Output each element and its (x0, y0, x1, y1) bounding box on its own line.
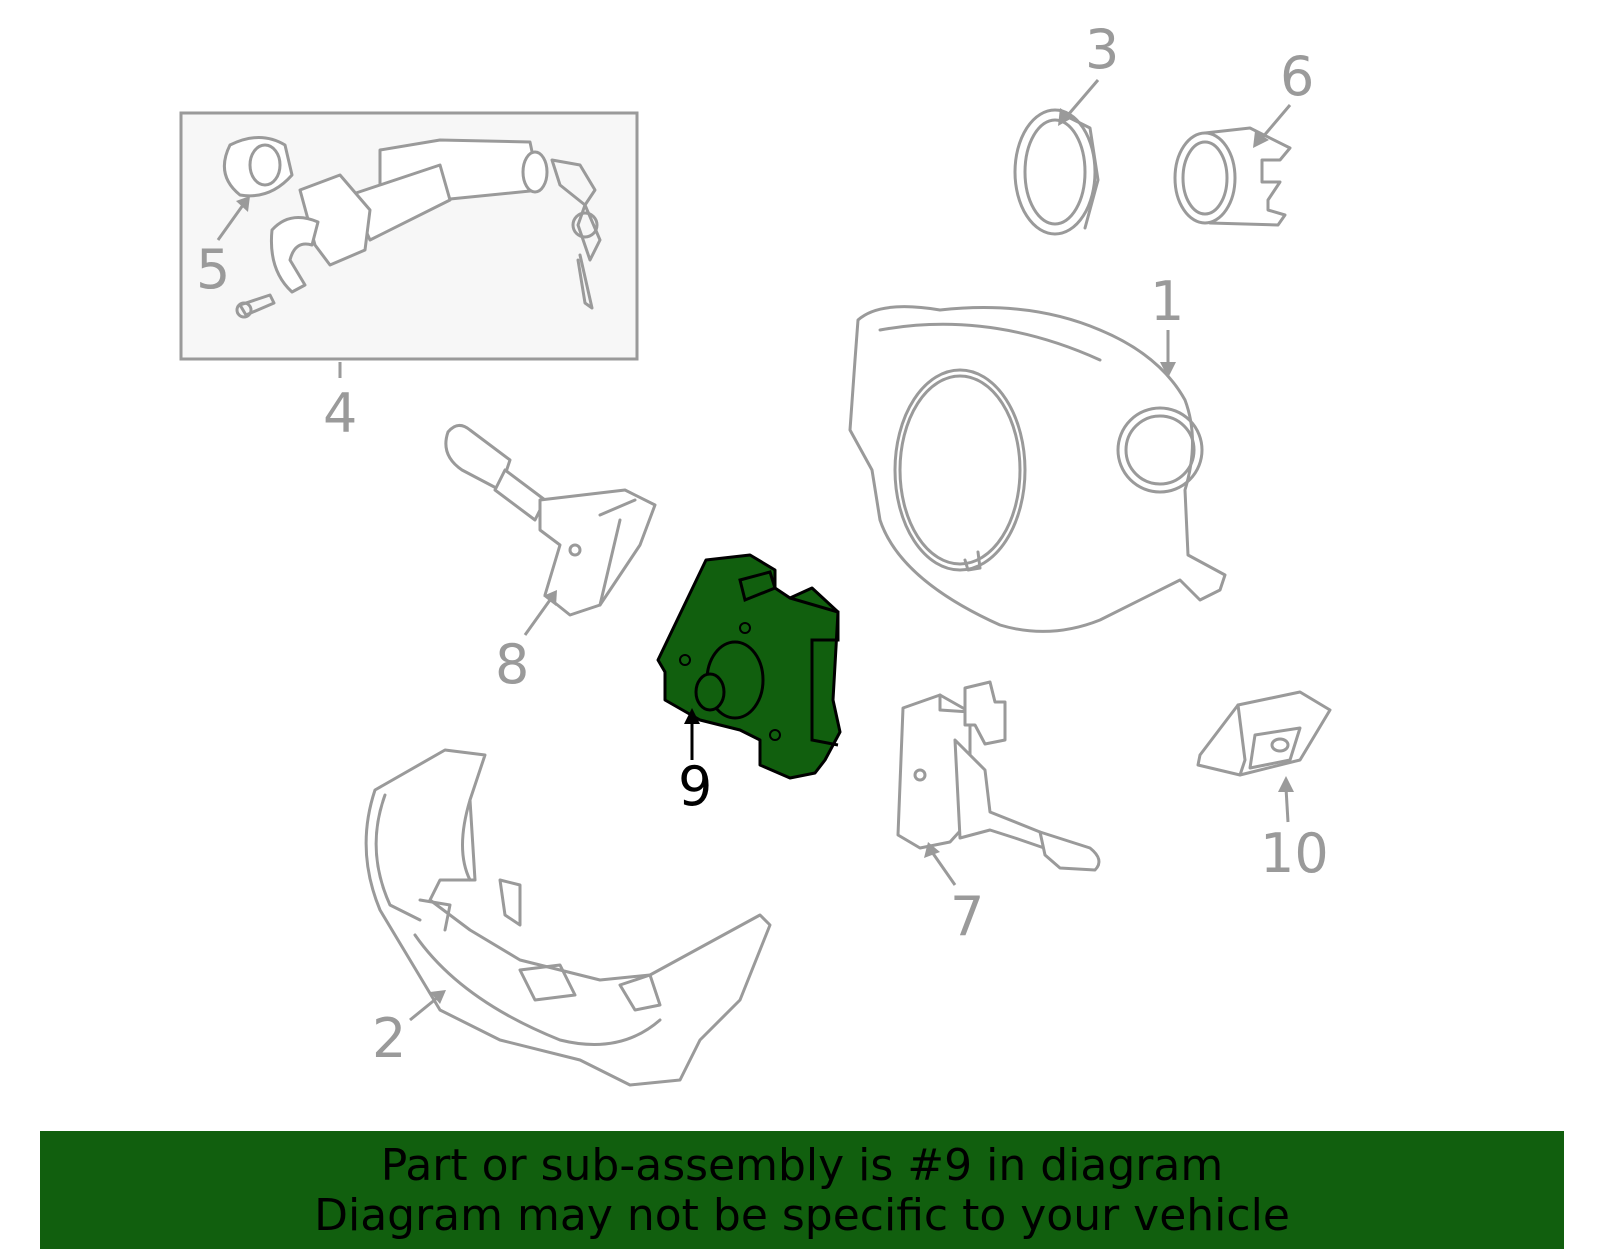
part-6-housing (1173, 126, 1292, 227)
callout-3: 3 (1085, 18, 1119, 81)
part-10-switch (1196, 690, 1332, 777)
parts-diagram: 1 2 3 4 5 6 7 8 9 10 (179, 18, 1332, 1087)
leader-lines (216, 79, 1294, 1022)
part-7-combination-switch-right (896, 680, 1101, 872)
banner-line-2: Diagram may not be specific to your vehi… (314, 1190, 1290, 1241)
part-3-ring (1013, 108, 1100, 236)
part-1-upper-column-cover (848, 305, 1227, 633)
callout-9: 9 (678, 755, 712, 818)
callout-1: 1 (1150, 270, 1184, 333)
callout-8: 8 (495, 633, 529, 696)
part-4-ignition-lock-kit (179, 111, 639, 361)
banner-line-1: Part or sub-assembly is #9 in diagram (380, 1140, 1224, 1191)
part-8-combination-switch-left (444, 424, 657, 617)
callout-10: 10 (1260, 822, 1329, 885)
callout-6: 6 (1280, 45, 1314, 108)
callout-numbers: 1 2 3 4 5 6 7 8 9 10 (196, 18, 1329, 1070)
callout-7: 7 (950, 885, 984, 948)
callout-4: 4 (323, 382, 357, 445)
part-2-lower-column-cover (364, 748, 772, 1087)
part-9-ignition-switch-highlighted (656, 553, 842, 780)
info-banner: Part or sub-assembly is #9 in diagram Di… (40, 1131, 1564, 1249)
callout-5: 5 (196, 238, 230, 301)
callout-2: 2 (372, 1007, 406, 1070)
